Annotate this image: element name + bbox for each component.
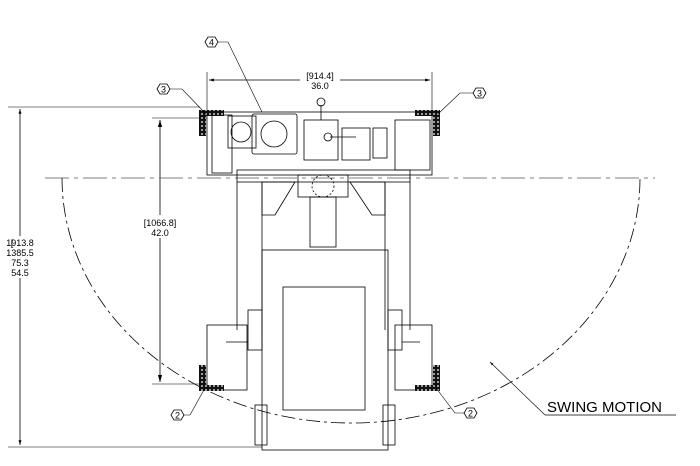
bumper-bottom-right: [415, 365, 440, 391]
balloon-3-right: 3: [437, 87, 487, 115]
svg-text:[1066.8]: [1066.8]: [144, 218, 177, 228]
machine-frame: [206, 97, 433, 451]
width-dimension: [914.4] 36.0: [206, 71, 433, 110]
bumper-bottom-left: [199, 365, 224, 391]
swing-arc: [61, 177, 641, 424]
svg-text:75.3: 75.3: [11, 258, 29, 268]
svg-text:2: 2: [468, 409, 473, 419]
balloon-2-left: 2: [170, 387, 206, 421]
svg-text:1385.5: 1385.5: [6, 248, 34, 258]
bumper-top-left: [199, 110, 224, 136]
swing-motion-label: SWING MOTION: [489, 361, 676, 416]
svg-text:3: 3: [161, 85, 166, 95]
svg-text:4: 4: [209, 38, 214, 48]
svg-text:36.0: 36.0: [311, 81, 329, 91]
balloon-2-right: 2: [435, 387, 478, 419]
balloon-4: 4: [204, 36, 263, 113]
svg-text:2: 2: [175, 411, 180, 421]
svg-text:[914.4]: [914.4]: [306, 71, 334, 81]
svg-text:42.0: 42.0: [151, 228, 169, 238]
svg-text:54.5: 54.5: [11, 268, 29, 278]
bumper-top-right: [415, 110, 440, 136]
depth-dimension: [1066.8] 42.0: [144, 117, 207, 385]
svg-text:SWING MOTION: SWING MOTION: [547, 399, 662, 416]
balloon-3-left: 3: [156, 83, 207, 115]
svg-text:3: 3: [477, 89, 482, 99]
overall-dimension: [1913.8 1385.5 75.3 54.5: [6, 106, 262, 448]
svg-text:[1913.8: [1913.8: [6, 238, 34, 248]
